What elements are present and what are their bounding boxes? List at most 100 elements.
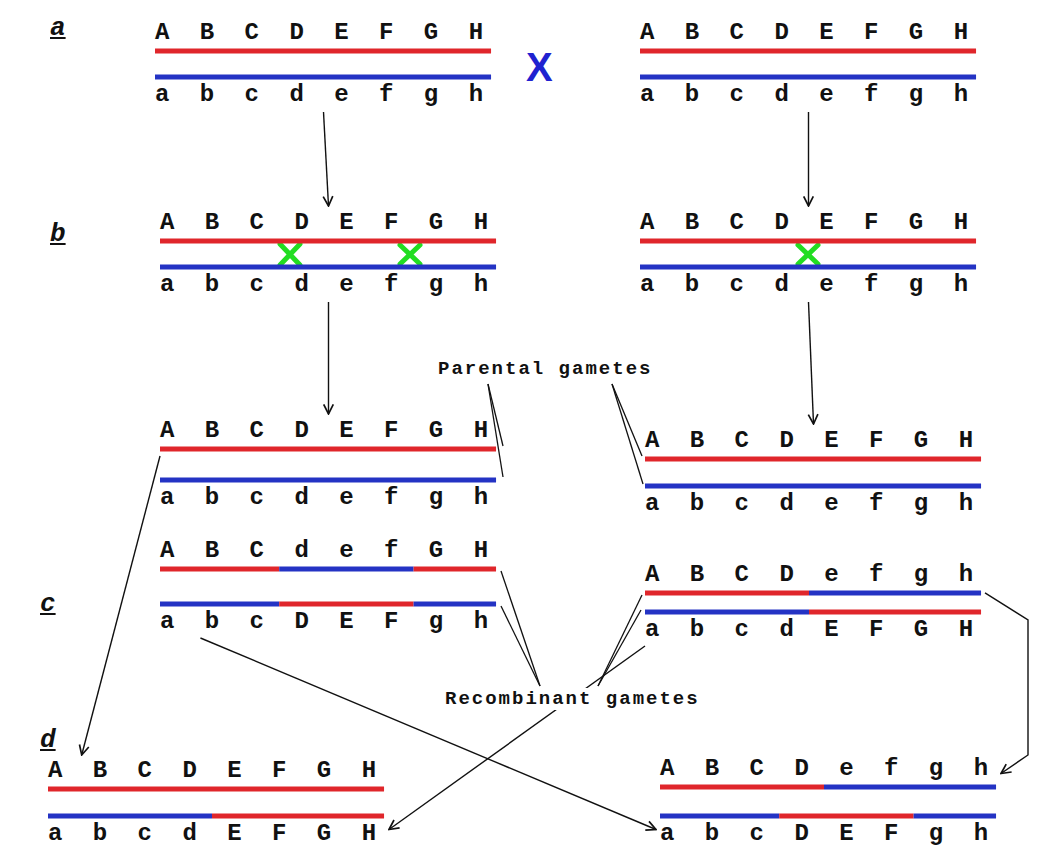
chromosome: A B C D E F G H: [155, 20, 492, 55]
chromosome-strand: [160, 565, 497, 573]
strand-segment: [279, 602, 413, 607]
strand-segment: [645, 610, 809, 615]
arrow-connector: [82, 456, 160, 755]
strand-segment: [160, 239, 496, 244]
strand-segment: [645, 484, 981, 489]
cross-symbol: X: [526, 46, 553, 88]
strand-segment: [160, 447, 496, 452]
strand-segment: [640, 265, 976, 270]
chromosome-strand: [645, 608, 982, 616]
arrow-connector: [809, 302, 814, 424]
chromosome: A B C d e f G H: [160, 538, 497, 573]
chromosome-strand: [645, 455, 982, 463]
chromosome-strand: [155, 47, 492, 55]
chromosome-strand: [48, 785, 385, 793]
arrow-connector: [200, 638, 656, 830]
gene-letters: a b c d e f g h: [160, 485, 496, 511]
arrow-connector: [324, 112, 329, 206]
row-letter: a: [50, 14, 66, 42]
strand-segment: [660, 814, 779, 819]
group-label: Recombinant gametes: [442, 688, 703, 710]
strand-segment: [809, 610, 981, 615]
chromosome: a b c d e f g h: [645, 482, 982, 517]
gene-letters: A B C D e f g h: [645, 562, 981, 588]
gene-letters: a b c D E F g h: [660, 821, 996, 847]
chromosome: a b c d e f g h: [160, 263, 497, 298]
chromosome-strand: [640, 73, 977, 81]
chromosome: A B C D e f g h: [645, 562, 982, 597]
chromosome-strand: [160, 237, 497, 245]
strand-segment: [414, 567, 496, 572]
group-label: Parental gametes: [435, 358, 655, 380]
arrow-connector: [985, 593, 1028, 774]
chromosome: a b c D E F g h: [160, 600, 497, 635]
strand-segment: [640, 49, 976, 54]
strand-segment: [160, 478, 496, 483]
gene-letters: A B C D E F G H: [645, 428, 981, 454]
chromosome-strand: [640, 237, 977, 245]
crossover-mark: [280, 244, 300, 265]
gene-letters: A B C D E F G H: [155, 20, 491, 46]
chromosome: a b c d e f g h: [160, 476, 497, 511]
strand-segment: [279, 567, 413, 572]
chromosome-strand: [660, 812, 997, 820]
chromosome: a b c D E F g h: [660, 812, 997, 847]
leader-line: [598, 595, 642, 686]
strand-segment: [640, 239, 976, 244]
chromosome-strand: [640, 47, 977, 55]
chromosome-strand: [160, 263, 497, 271]
crossover-mark: [400, 245, 420, 264]
strand-segment: [914, 814, 996, 819]
leader-line: [612, 384, 642, 456]
gene-letters: a b c d e f g h: [640, 272, 976, 298]
chromosome-strand: [160, 600, 497, 608]
gene-letters: a b c d e f g h: [645, 491, 981, 517]
chromosome: a b c d e f g h: [640, 73, 977, 108]
gene-letters: A B C d e f G H: [160, 538, 496, 564]
chromosome-strand: [48, 812, 385, 820]
strand-segment: [809, 591, 981, 596]
gene-letters: A B C D E F G H: [48, 758, 384, 784]
arrow-connector: [328, 302, 329, 414]
chromosome-strand: [645, 589, 982, 597]
crossover-mark: [280, 244, 300, 265]
gene-letters: a b c d E F G H: [48, 821, 384, 847]
chromosome: A B C D e f g h: [660, 756, 997, 791]
strand-segment: [824, 785, 996, 790]
row-letter: d: [40, 726, 56, 754]
gene-letters: a b c d e f g h: [640, 82, 976, 108]
strand-segment: [160, 265, 496, 270]
crossover-mark: [400, 245, 420, 264]
gene-letters: A B C D E F G H: [640, 210, 976, 236]
strand-segment: [414, 602, 496, 607]
chromosome: a b c d e f g h: [155, 73, 492, 108]
leader-line: [612, 384, 643, 484]
gene-letters: a b c d E F G H: [645, 617, 981, 643]
chromosome-strand: [640, 263, 977, 271]
chromosome: A B C D E F G H: [640, 210, 977, 245]
strand-segment: [155, 75, 491, 80]
strand-segment: [779, 814, 913, 819]
strand-segment: [160, 602, 279, 607]
strand-segment: [645, 457, 981, 462]
strand-segment: [660, 785, 824, 790]
gene-letters: a b c D E F g h: [160, 609, 496, 635]
strand-segment: [160, 567, 279, 572]
row-letter: c: [40, 590, 56, 618]
chromosome-strand: [660, 783, 997, 791]
arrow-connector: [808, 112, 809, 206]
chromosome: A B C D E F G H: [48, 758, 385, 793]
chromosome: a b c d E F G H: [48, 812, 385, 847]
arrow-connector: [389, 646, 645, 830]
strand-segment: [48, 814, 212, 819]
chromosome: A B C D E F G H: [160, 418, 497, 453]
strand-segment: [640, 75, 976, 80]
gene-letters: A B C D e f g h: [660, 756, 996, 782]
strand-segment: [645, 591, 809, 596]
leader-line: [501, 606, 540, 686]
chromosome-strand: [645, 482, 982, 490]
chromosome: A B C D E F G H: [160, 210, 497, 245]
strand-segment: [48, 787, 384, 792]
row-letter: b: [50, 220, 66, 248]
chromosome: A B C D E F G H: [645, 428, 982, 463]
